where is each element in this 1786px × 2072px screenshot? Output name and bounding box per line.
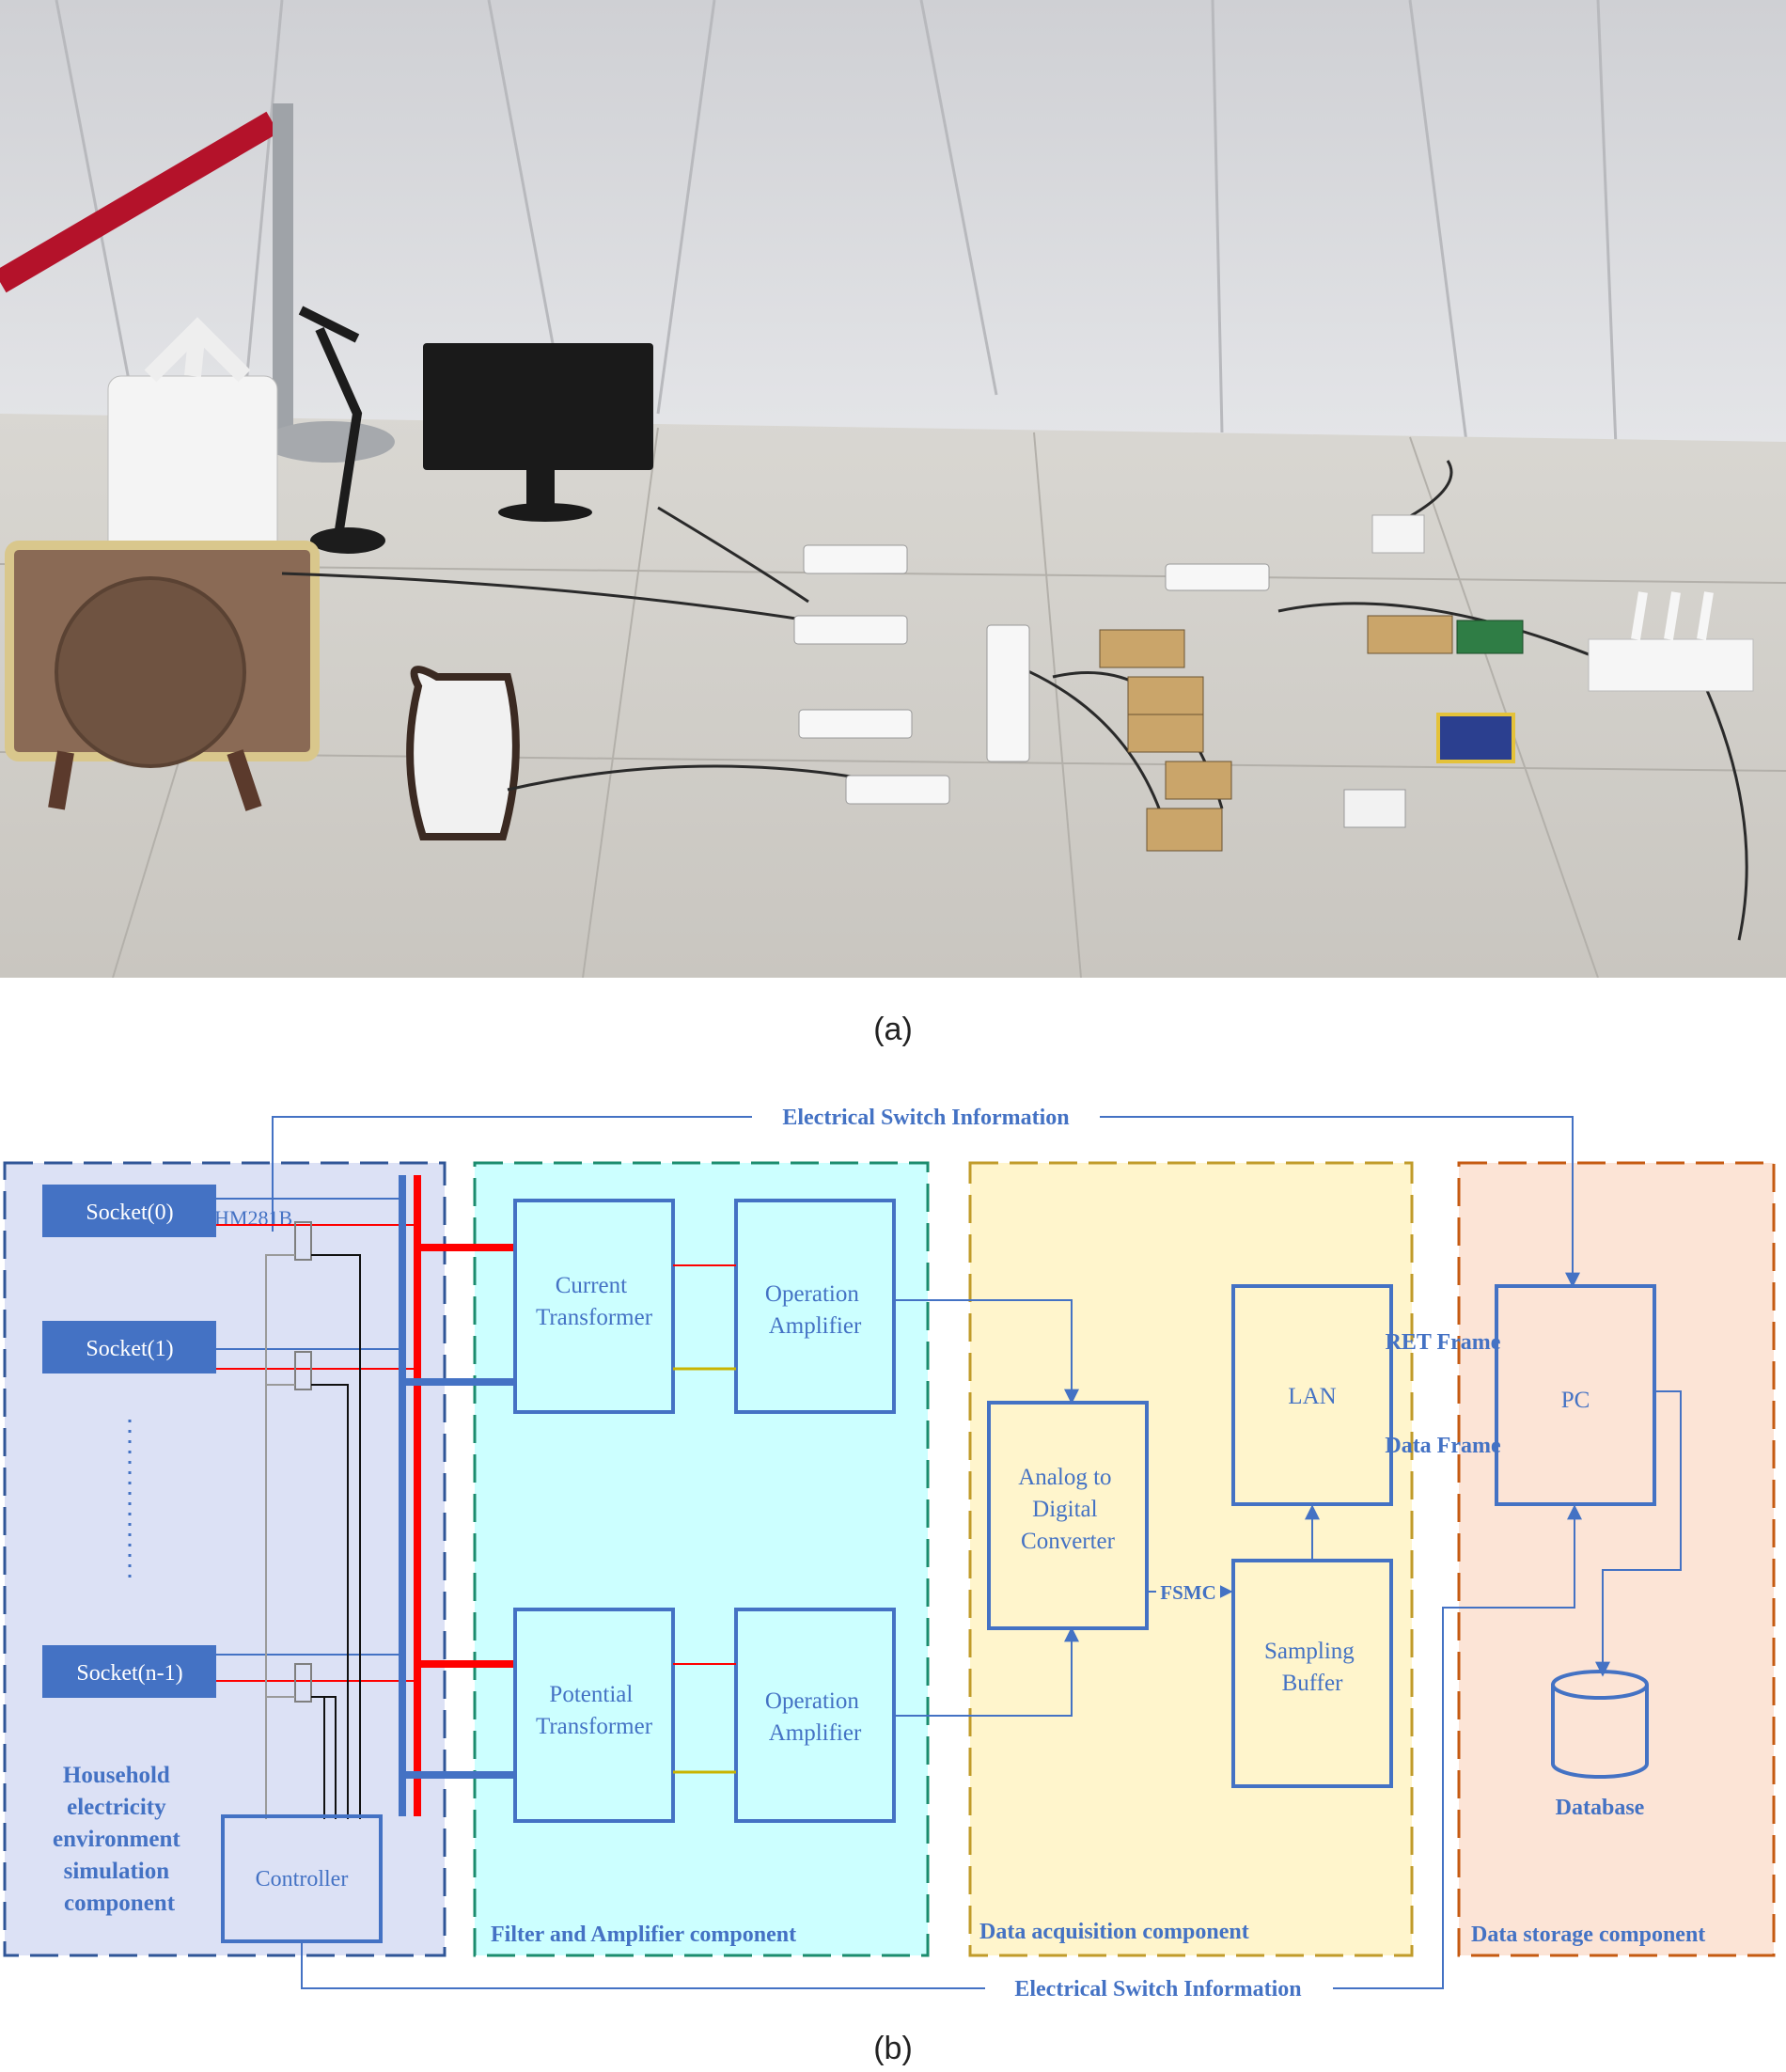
relay-0: [294, 1221, 312, 1261]
power-strip-3: [798, 709, 913, 739]
monitor-base: [498, 503, 592, 522]
opamp-top-label: Operation Amplifier: [765, 1281, 865, 1339]
data-storage-panel: [1457, 1161, 1776, 1957]
relay-n-1: [294, 1663, 312, 1703]
relay-control-grey: [265, 1254, 295, 1819]
router-antennas: [1631, 591, 1714, 640]
sensor-board-3: [1127, 714, 1204, 753]
red-barrier-strap: [0, 111, 279, 293]
barrier-base: [263, 421, 395, 463]
filter-amplifier-panel: [473, 1161, 930, 1957]
fsmc-label: FSMC: [1160, 1581, 1216, 1604]
power-adapter: [1371, 514, 1425, 554]
opamp-top-to-adc: [894, 1299, 1079, 1405]
test-bench-photo: [0, 0, 1786, 978]
current-transformer-label: Current Transformer: [536, 1273, 653, 1330]
socket-0-box: [42, 1185, 216, 1237]
relay-control-black: [311, 1254, 361, 1819]
socket-n-1-box: [42, 1645, 216, 1698]
controller-label: Controller: [256, 1867, 349, 1891]
socket-1-box: [42, 1321, 216, 1373]
breadboard: [1343, 789, 1406, 828]
current-transformer-box: [513, 1199, 675, 1414]
power-strip-6: [1165, 563, 1270, 591]
switch-info-bottom-gap: [985, 1975, 1333, 2001]
adc-box: [987, 1401, 1149, 1630]
box-fan-grill: [55, 576, 246, 768]
switch-info-bottom-line: [301, 1504, 1582, 1989]
transformer-to-opamp-red: [673, 1264, 736, 1665]
pc-label: PC: [1561, 1388, 1590, 1413]
caption-b: (b): [873, 2031, 913, 2066]
bus-tap-blue: [406, 1378, 515, 1779]
tarp-wall: [0, 0, 1786, 442]
socket-red-wires: [216, 1224, 414, 1682]
data-storage-title: Data storage component: [1471, 1923, 1705, 1947]
data-acquisition-title: Data acquisition component: [979, 1920, 1249, 1944]
power-strip-1: [803, 544, 908, 574]
kettle: [406, 666, 520, 840]
sampling-buffer-label: Sampling Buffer: [1264, 1639, 1360, 1696]
database-label: Database: [1556, 1796, 1645, 1820]
potential-transformer-box: [513, 1608, 675, 1823]
bus-tap-red: [421, 1244, 515, 1668]
transformer-to-opamp-yellow: [673, 1367, 736, 1774]
fsmc-gap: [1156, 1577, 1220, 1605]
relay-label: HM281B: [214, 1206, 292, 1230]
data-frame-label: Data Frame: [1385, 1434, 1501, 1458]
power-strip-4: [845, 775, 950, 805]
adc-label: Analog to Digital Converter: [1018, 1465, 1118, 1554]
mcu-board-green: [1456, 620, 1524, 654]
sensor-board-4: [1165, 761, 1232, 800]
relay-1: [294, 1351, 312, 1390]
opamp-bottom-label: Operation Amplifier: [765, 1688, 865, 1746]
sensor-board-1: [1099, 629, 1185, 668]
lamp-base: [310, 527, 385, 554]
opamp-bottom-to-adc: [894, 1626, 1079, 1717]
monitor-stand: [526, 470, 555, 508]
router: [1588, 638, 1754, 692]
monitor: [423, 343, 653, 470]
live-bus: [414, 1175, 421, 1816]
switch-info-top-gap: [752, 1104, 1100, 1130]
power-strip-2: [793, 615, 908, 645]
lan-label: LAN: [1288, 1384, 1336, 1409]
database-icon: [1551, 1670, 1649, 1779]
pc-box: [1495, 1284, 1656, 1506]
neutral-bus: [399, 1175, 406, 1816]
desk-lamp: [298, 306, 363, 537]
caption-a: (a): [873, 1012, 913, 1047]
system-block-diagram: Electrical Switch Information Socket(0) …: [3, 1104, 1776, 2001]
amplifier-board: [1367, 615, 1453, 654]
ret-frame-label: RET Frame: [1386, 1330, 1501, 1355]
pc-to-database: [1595, 1390, 1682, 1677]
power-strip-5: [986, 624, 1030, 762]
sensor-board-2: [1127, 676, 1204, 715]
sensor-board-5: [1146, 808, 1223, 852]
barrier-post: [273, 103, 293, 442]
filter-amplifier-title: Filter and Amplifier component: [491, 1923, 796, 1947]
box-fan-feet: [48, 749, 262, 811]
lan-box: [1231, 1284, 1393, 1506]
socket-1-label: Socket(1): [86, 1337, 173, 1361]
opamp-top-box: [734, 1199, 896, 1414]
switch-info-bottom-label: Electrical Switch Information: [1014, 1977, 1301, 2001]
mcu-board-blue: [1436, 713, 1515, 763]
socket-n-1-label: Socket(n-1): [76, 1661, 182, 1686]
tarp-folds: [55, 0, 1619, 471]
socket-0-label: Socket(0): [86, 1201, 173, 1225]
potential-transformer-label: Potential Transformer: [536, 1682, 653, 1739]
switch-info-top-label: Electrical Switch Information: [782, 1106, 1069, 1130]
purifier-fan: [144, 317, 251, 383]
household-title: Household electricity environment simula…: [53, 1763, 186, 1916]
